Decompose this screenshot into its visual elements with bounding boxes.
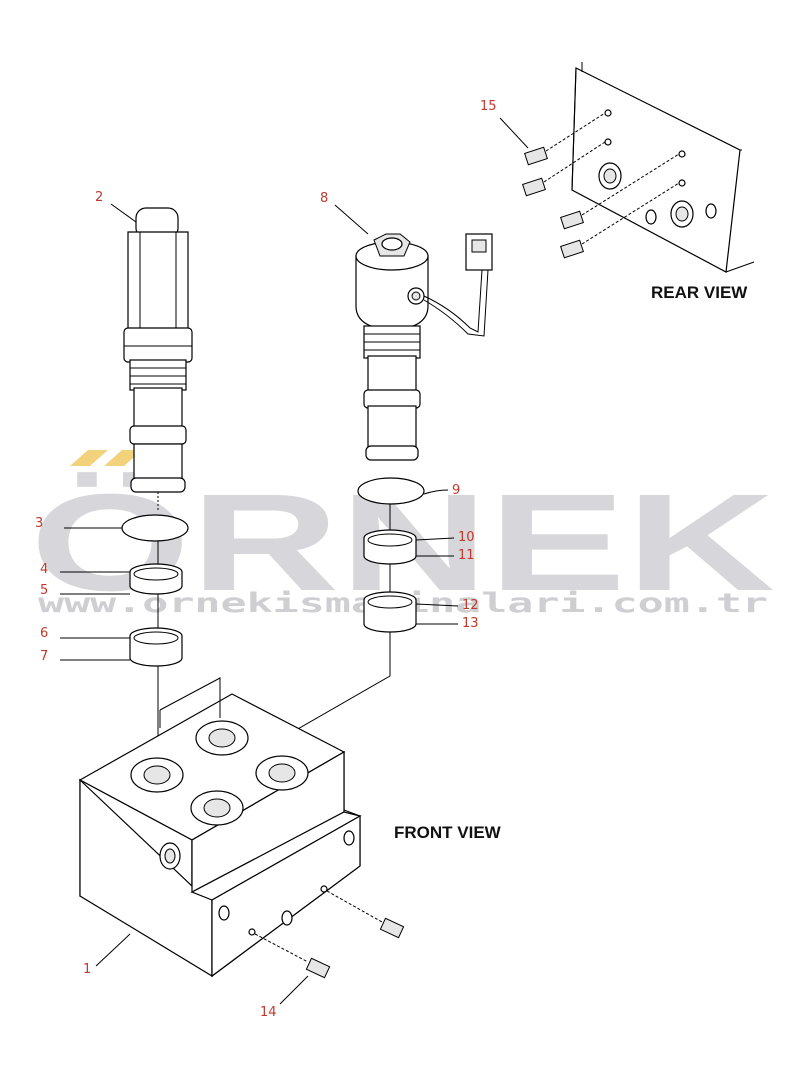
callout-15: 15	[480, 99, 497, 114]
callout-14: 14	[260, 1005, 277, 1020]
callout-12: 12	[462, 598, 479, 613]
callout-7: 7	[40, 649, 48, 664]
callout-4: 4	[40, 562, 48, 577]
callout-3: 3	[35, 516, 43, 531]
callout-10: 10	[458, 530, 475, 545]
watermark-accent-right	[104, 450, 142, 466]
leader-lines	[60, 117, 529, 1005]
rear-bolt	[560, 153, 680, 230]
seal-rings-part-8	[215, 477, 425, 800]
manifold-block-part-1	[78, 677, 405, 979]
callout-13: 13	[462, 616, 479, 631]
rear-bolt	[524, 112, 606, 166]
plug-bolt	[326, 890, 405, 939]
callout-1: 1	[83, 962, 91, 977]
callout-6: 6	[40, 626, 48, 641]
front-view-label: FRONT VIEW	[394, 823, 502, 842]
backup-rings-part-10-11	[363, 529, 417, 565]
callout-9: 9	[452, 483, 460, 498]
callout-5: 5	[40, 583, 48, 598]
seal-rings-part-2	[121, 514, 189, 770]
backup-rings-part-12-13	[363, 591, 417, 633]
callout-2: 2	[95, 190, 103, 205]
callouts: 1 2 3 4 5 6 7 8 9 10 11 12 13 14 15	[35, 99, 497, 1020]
o-ring-part-9	[357, 477, 425, 505]
o-ring-part-3	[121, 514, 189, 542]
rear-view-block	[522, 62, 755, 273]
rear-bolt	[522, 141, 606, 197]
plug-bolt	[254, 933, 331, 979]
rear-bolt	[560, 182, 680, 259]
watermark-accent-left	[70, 450, 108, 466]
callout-11: 11	[458, 548, 475, 563]
solenoid-valve-part-8	[355, 233, 493, 461]
backup-rings-part-4-5	[129, 563, 183, 595]
callout-8: 8	[320, 191, 328, 206]
cartridge-valve-part-2	[123, 207, 193, 512]
backup-rings-part-6-7	[129, 627, 183, 667]
rear-view-label: REAR VIEW	[651, 283, 748, 302]
